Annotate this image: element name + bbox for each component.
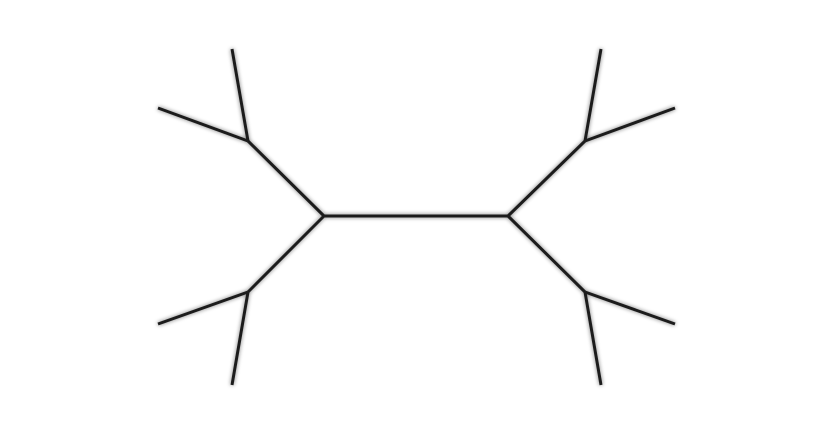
edge-branch-upper-left-to-leaf-ul-a bbox=[230, 48, 250, 142]
edge-branch-lower-right-to-leaf-lr-a bbox=[584, 290, 676, 326]
edge-hub-left-to-branch-lower-left bbox=[246, 214, 326, 294]
edge-hub-right-to-branch-lower-right bbox=[506, 214, 587, 294]
edge-branch-lower-left-to-leaf-ll-a bbox=[157, 290, 249, 326]
edge-branch-upper-left-to-leaf-ul-b bbox=[157, 106, 249, 143]
edge-hub-left-to-branch-upper-left bbox=[246, 139, 326, 218]
edge-branch-lower-right-to-leaf-lr-b bbox=[583, 291, 603, 386]
edge-branch-upper-right-to-leaf-ur-b bbox=[584, 106, 676, 143]
edge-branch-lower-left-to-leaf-ll-b bbox=[230, 291, 250, 386]
tree-edges bbox=[157, 48, 676, 386]
edge-branch-upper-right-to-leaf-ur-a bbox=[583, 48, 603, 142]
edge-hub-right-to-branch-upper-right bbox=[506, 139, 587, 218]
